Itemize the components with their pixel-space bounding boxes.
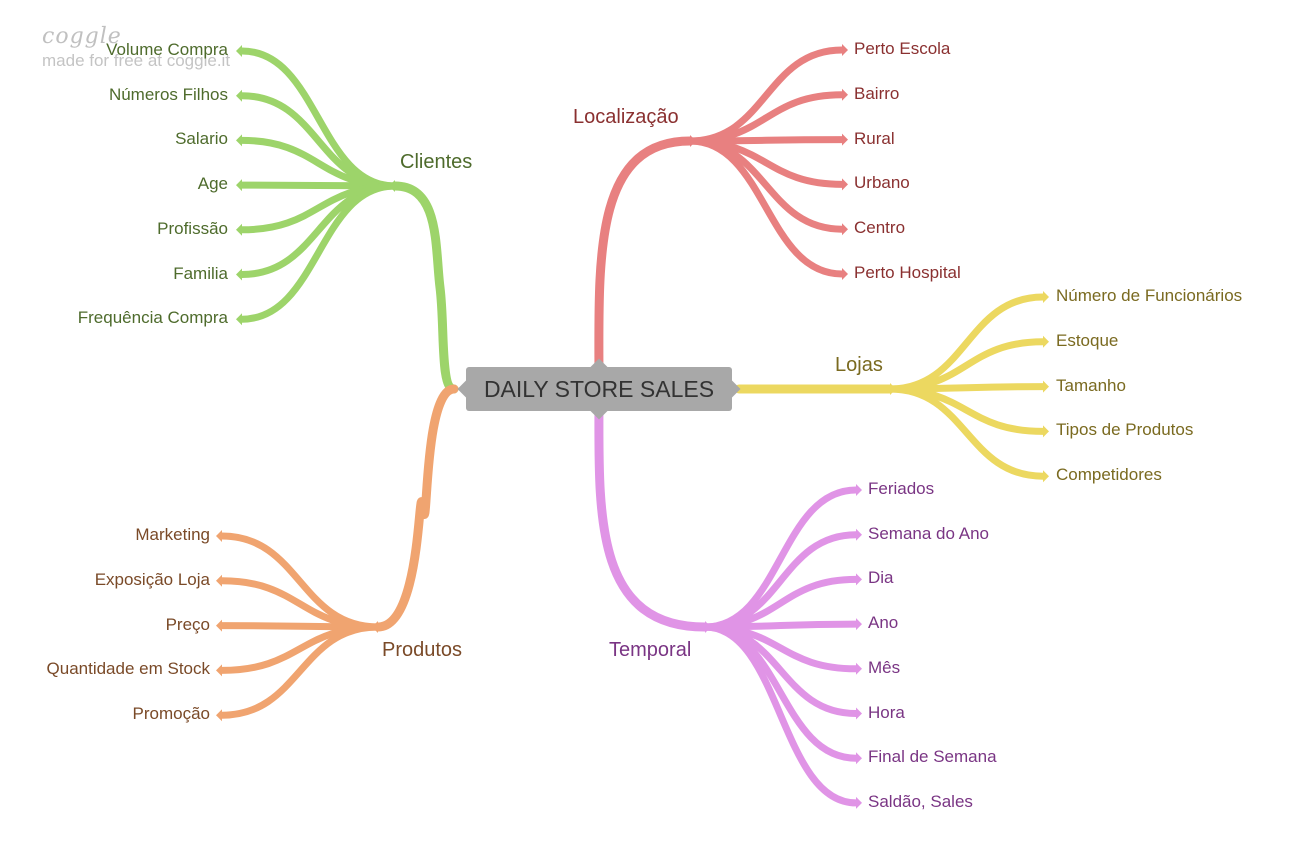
leaf-localizacao-5-tip xyxy=(842,268,848,280)
leaf-produtos-2-tip xyxy=(216,619,222,632)
leaf-produtos-0-tip xyxy=(216,530,222,542)
leaf-clientes-6-tip xyxy=(236,313,242,326)
leaf-lojas-2-tip xyxy=(1043,380,1049,393)
leaf-temporal-4[interactable]: Mês xyxy=(868,657,901,677)
leaf-temporal-7-tip xyxy=(856,796,862,809)
branch-temporal-trunk xyxy=(594,384,710,632)
leaf-lojas-2[interactable]: Tamanho xyxy=(1056,375,1126,395)
leaf-localizacao-4[interactable]: Centro xyxy=(854,218,906,238)
leaf-lojas-4[interactable]: Competidores xyxy=(1056,465,1162,485)
leaf-clientes-3-tip xyxy=(236,179,242,192)
leaf-clientes-0[interactable]: Volume Compra xyxy=(106,40,228,59)
leaf-temporal-1[interactable]: Semana do Ano xyxy=(868,523,989,543)
leaf-produtos-1[interactable]: Exposição Loja xyxy=(94,569,210,589)
leaf-localizacao-4-tip xyxy=(842,223,848,236)
center-node-label: DAILY STORE SALES xyxy=(483,375,715,402)
leaf-clientes-5-tip xyxy=(236,268,242,281)
leaf-clientes-6[interactable]: Frequência Compra xyxy=(77,308,228,328)
leaf-temporal-7-edge xyxy=(701,623,860,807)
leaf-localizacao-0[interactable]: Perto Escola xyxy=(854,39,951,58)
leaf-lojas-3-tip xyxy=(1043,425,1049,438)
leaf-localizacao-1-edge xyxy=(686,91,846,145)
branch-clientes-trunk xyxy=(390,181,459,394)
leaf-localizacao-5-edge xyxy=(686,137,846,278)
leaf-localizacao-0-tip xyxy=(842,44,848,56)
leaf-temporal-2[interactable]: Dia xyxy=(868,568,894,588)
leaf-produtos-1-edge xyxy=(218,577,382,631)
leaf-localizacao-2[interactable]: Rural xyxy=(854,128,895,148)
leaf-clientes-2-tip xyxy=(236,134,242,147)
coggle-logo: coggle xyxy=(42,24,122,49)
branch-clientes-label[interactable]: Clientes xyxy=(400,151,473,173)
leaf-temporal-0-tip xyxy=(856,484,862,496)
leaf-lojas-4-edge xyxy=(886,385,1047,480)
leaf-localizacao-1-tip xyxy=(842,88,848,101)
leaf-temporal-3[interactable]: Ano xyxy=(868,613,899,633)
leaf-temporal-4-tip xyxy=(856,662,862,675)
leaf-produtos-1-tip xyxy=(216,574,222,587)
leaf-produtos-4-tip xyxy=(216,709,222,722)
leaf-temporal-5-tip xyxy=(856,707,862,720)
leaf-temporal-2-tip xyxy=(856,573,862,586)
center-node[interactable]: DAILY STORE SALES xyxy=(466,367,732,411)
leaf-localizacao-2-tip xyxy=(842,133,848,146)
leaf-localizacao-3-tip xyxy=(842,178,848,191)
leaf-clientes-6-edge xyxy=(238,182,399,323)
leaf-lojas-1-edge xyxy=(886,338,1047,393)
leaf-clientes-4[interactable]: Profissão xyxy=(157,218,228,238)
branch-lojas-label[interactable]: Lojas xyxy=(835,354,883,376)
leaf-clientes-3[interactable]: Age xyxy=(197,174,228,194)
leaf-produtos-0[interactable]: Marketing xyxy=(135,525,210,544)
leaf-lojas-1[interactable]: Estoque xyxy=(1056,330,1119,350)
leaf-localizacao-3[interactable]: Urbano xyxy=(854,173,910,193)
leaf-produtos-2[interactable]: Preço xyxy=(165,614,210,634)
leaf-lojas-3[interactable]: Tipos de Produtos xyxy=(1056,420,1194,440)
leaf-produtos-3[interactable]: Quantidade em Stock xyxy=(46,659,210,679)
leaf-lojas-4-tip xyxy=(1043,470,1049,483)
leaf-temporal-3-tip xyxy=(856,618,862,631)
leaf-clientes-4-tip xyxy=(236,223,242,236)
coggle-brand: coggle made for free at coggle.it xyxy=(42,24,230,71)
leaf-clientes-2[interactable]: Salario xyxy=(175,129,228,149)
leaf-temporal-6[interactable]: Final de Semana xyxy=(868,747,997,767)
leaf-lojas-1-tip xyxy=(1043,335,1049,348)
leaf-lojas-0[interactable]: Número de Funcionários xyxy=(1056,286,1243,305)
branch-localizacao-label[interactable]: Localização xyxy=(573,106,679,128)
leaf-temporal-0[interactable]: Feriados xyxy=(868,479,935,498)
leaf-temporal-7[interactable]: Saldão, Sales xyxy=(868,791,973,811)
leaf-clientes-1-tip xyxy=(236,89,242,102)
leaf-produtos-3-tip xyxy=(216,664,222,677)
leaf-temporal-1-tip xyxy=(856,528,862,541)
leaf-clientes-1[interactable]: Números Filhos xyxy=(108,84,228,104)
leaf-localizacao-5[interactable]: Perto Hospital xyxy=(854,263,961,282)
leaf-clientes-0-tip xyxy=(236,45,242,57)
leaf-temporal-6-tip xyxy=(856,752,862,765)
branch-produtos-trunk xyxy=(373,384,459,632)
coggle-tagline: made for free at coggle.it xyxy=(42,51,231,70)
branch-localizacao-trunk xyxy=(594,136,695,394)
leaf-lojas-0-tip xyxy=(1043,291,1049,303)
leaf-clientes-5[interactable]: Familia xyxy=(173,263,228,283)
branch-produtos-label[interactable]: Produtos xyxy=(382,639,463,661)
leaf-produtos-4[interactable]: Promoção xyxy=(132,704,210,724)
leaf-localizacao-1[interactable]: Bairro xyxy=(854,83,900,103)
leaf-produtos-4-edge xyxy=(218,623,382,719)
branch-temporal-label[interactable]: Temporal xyxy=(609,639,692,661)
leaf-temporal-5[interactable]: Hora xyxy=(868,702,905,722)
